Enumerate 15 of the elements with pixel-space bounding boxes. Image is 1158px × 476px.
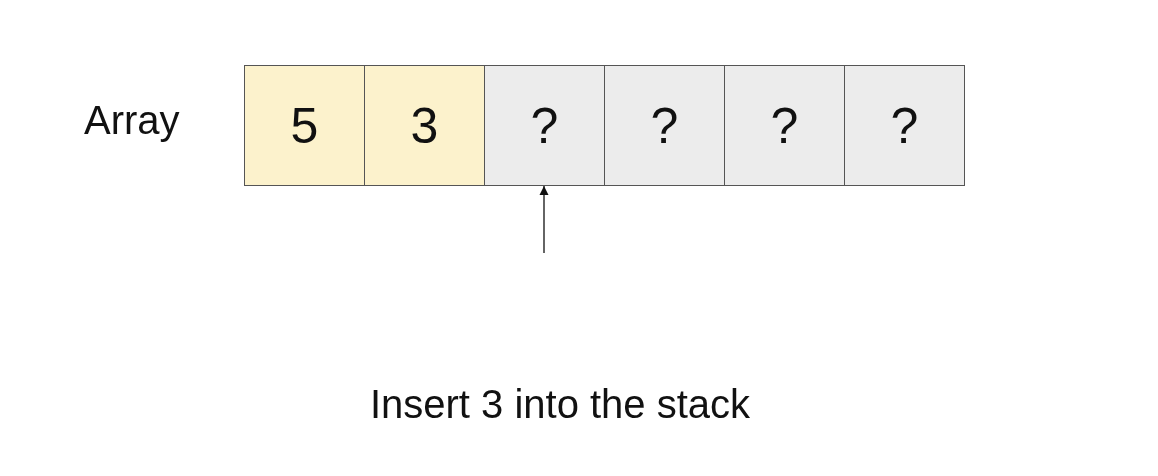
array-cell — [724, 65, 845, 186]
caption: Insert 3 into the stack — [368, 382, 752, 427]
cell-value: ? — [890, 96, 919, 155]
array-cell — [844, 65, 965, 186]
arrow — [539, 185, 549, 254]
array-cell — [244, 65, 365, 186]
cell-value: ? — [530, 96, 559, 155]
array-cell — [364, 65, 485, 186]
cell-value: 3 — [410, 96, 439, 155]
cell-value: ? — [650, 96, 679, 155]
row-label: Array — [84, 98, 180, 143]
array-cell — [484, 65, 605, 186]
array-cell — [604, 65, 725, 186]
cell-value: 5 — [290, 96, 319, 155]
cell-value: ? — [770, 96, 799, 155]
